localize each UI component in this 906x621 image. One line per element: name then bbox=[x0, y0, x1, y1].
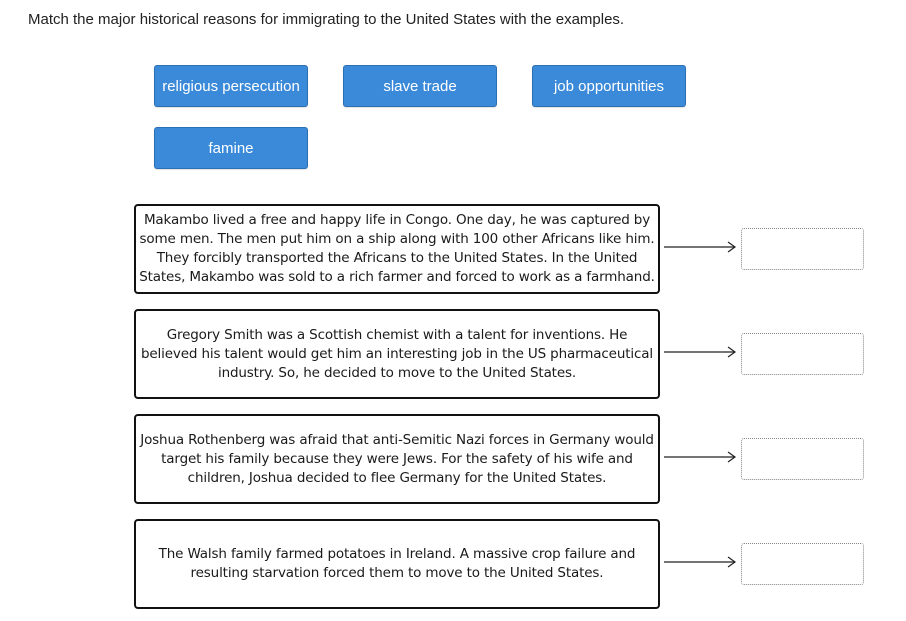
arrow-right-icon bbox=[664, 556, 737, 568]
example-text-3: Joshua Rothenberg was afraid that anti-S… bbox=[140, 431, 654, 486]
tile-religious-persecution[interactable]: religious persecution bbox=[154, 65, 308, 107]
example-box-2: Gregory Smith was a Scottish chemist wit… bbox=[134, 309, 660, 399]
example-text-2: Gregory Smith was a Scottish chemist wit… bbox=[140, 326, 653, 381]
example-box-1: Makambo lived a free and happy life in C… bbox=[134, 204, 660, 294]
drop-target-1[interactable] bbox=[741, 228, 864, 270]
tile-slave-trade[interactable]: slave trade bbox=[343, 65, 497, 107]
example-text-1: Makambo lived a free and happy life in C… bbox=[139, 212, 655, 285]
instructions-text: Match the major historical reasons for i… bbox=[28, 11, 625, 28]
example-text-4: The Walsh family farmed potatoes in Irel… bbox=[158, 546, 636, 581]
tile-famine[interactable]: famine bbox=[154, 127, 308, 169]
example-box-4: The Walsh family farmed potatoes in Irel… bbox=[134, 519, 660, 609]
arrow-right-icon bbox=[664, 451, 737, 463]
drop-target-4[interactable] bbox=[741, 543, 864, 585]
example-box-3: Joshua Rothenberg was afraid that anti-S… bbox=[134, 414, 660, 504]
drop-target-2[interactable] bbox=[741, 333, 864, 375]
arrow-right-icon bbox=[664, 346, 737, 358]
drop-target-3[interactable] bbox=[741, 438, 864, 480]
arrow-right-icon bbox=[664, 241, 737, 253]
tile-job-opportunities[interactable]: job opportunities bbox=[532, 65, 686, 107]
